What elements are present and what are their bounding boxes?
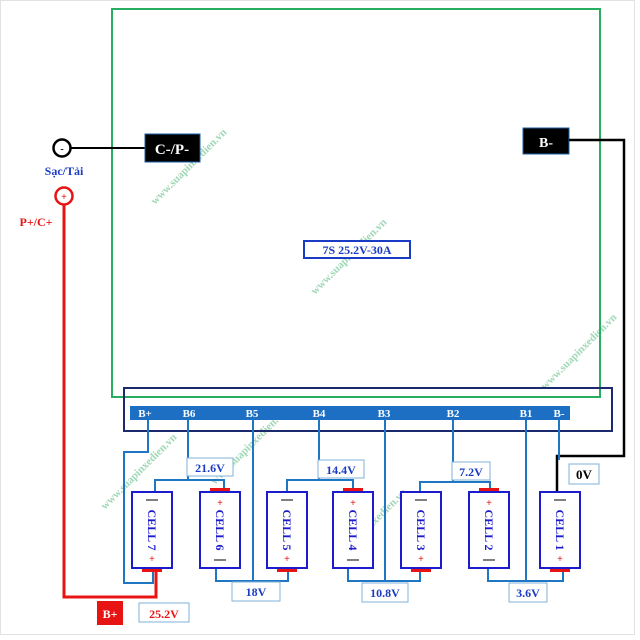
balance-connector [123,387,613,432]
cell-plus-sign: + [486,498,492,509]
voltage-7-2: 7.2V [451,461,491,481]
voltage-10-8-text: 10.8V [370,586,400,600]
voltage-3-6: 3.6V [508,582,548,603]
balance-connector-bar [130,406,570,420]
battery-cell: + CELL 3 [400,491,442,572]
charge-load-label: Sạc/Tải [45,164,84,178]
battery-cell: + CELL 7 [131,491,173,572]
battery-cells: +CELL 7+CELL 6+CELL 5+CELL 4+CELL 3+CELL… [131,488,581,572]
pin-label: B2 [447,408,460,420]
wire-b1-link [487,568,564,582]
battery-cell: +CELL 4 [332,488,374,569]
c-p-minus-label: C-/P- [144,133,201,163]
wire-b6 [154,420,189,492]
cell-label: CELL 7 [145,509,159,550]
voltage-0: 0V [568,463,600,485]
b-plus-text: B+ [103,607,118,621]
pin-label: B4 [313,408,326,420]
voltage-10-8: 10.8V [361,582,409,603]
voltage-14-4-text: 14.4V [326,463,356,477]
cell-label: CELL 2 [482,509,496,550]
voltage-14-4: 14.4V [317,459,365,479]
bms-model-text: 7S 25.2V-30A [322,243,391,257]
negative-terminal-symbol: - [60,144,63,155]
wire-b-plus [123,420,154,584]
pin-label: B3 [378,408,391,420]
negative-terminal: - [52,138,72,158]
pin-label: B+ [138,408,152,420]
cell-body [332,491,374,569]
bms-model-label: 7S 25.2V-30A [303,240,411,259]
b-plus-label: B+ [97,601,123,625]
balance-wires [123,420,564,584]
battery-cell: + CELL 5 [266,491,308,572]
cell-label: CELL 3 [414,509,428,550]
cell-plus-sign: + [149,554,155,565]
cell-label: CELL 1 [553,509,567,550]
cell-body [199,491,241,569]
pin-label: B5 [246,408,259,420]
cell-positive-terminal [411,567,431,572]
battery-cell: +CELL 2 [468,488,510,569]
voltage-21-6-text: 21.6V [195,461,225,475]
pin-label: B- [554,408,565,420]
wire-pack-positive [62,205,158,599]
p-plus-c-plus-label: P+/C+ [19,215,52,229]
cell-positive-terminal [343,488,363,493]
voltage-25-2-text: 25.2V [149,607,179,621]
cell-positive-terminal [277,567,297,572]
cell-plus-sign: + [284,554,290,565]
positive-terminal-symbol: + [61,192,67,203]
c-p-minus-text: C-/P- [155,142,189,158]
voltage-21-6: 21.6V [186,457,234,477]
wire-b2 [419,420,454,492]
battery-cell: + CELL 1 [539,491,581,572]
cell-positive-terminal [550,567,570,572]
voltage-18-text: 18V [246,585,267,599]
cell-body [400,491,442,569]
cell-plus-sign: + [350,498,356,509]
connector-pin-labels: B+ B6 B5 B4 B3 B2 B1 B- [138,408,565,420]
cell-positive-terminal [142,567,162,572]
voltage-3-6-text: 3.6V [516,586,540,600]
cell-plus-sign: + [418,554,424,565]
b-minus-text: B- [539,136,553,151]
cell-label: CELL 5 [280,509,294,550]
cell-positive-terminal [479,488,499,493]
wire-b5-link [215,568,289,582]
cell-positive-terminal [210,488,230,493]
cell-body [468,491,510,569]
cell-body [266,491,308,569]
voltage-labels: 21.6V 14.4V 7.2V 0V 18V 10.8V 3.6V 25.2 [138,457,600,623]
pin-label: B6 [183,408,196,420]
wire-b4 [286,420,320,492]
positive-terminal: + [54,186,74,206]
cell-plus-sign: + [557,554,563,565]
pin-label: B1 [520,408,533,420]
cell-label: CELL 4 [346,509,360,550]
voltage-0-text: 0V [576,467,593,482]
cell-body [131,491,173,569]
battery-cell: +CELL 6 [199,488,241,569]
wire-b3-link [347,568,421,582]
b-minus-label: B- [522,127,570,155]
wire-battery-negative [555,138,626,492]
bms-board [111,8,601,398]
voltage-25-2: 25.2V [138,602,190,623]
voltage-18: 18V [231,581,281,602]
cell-plus-sign: + [217,498,223,509]
voltage-7-2-text: 7.2V [459,465,483,479]
cell-label: CELL 6 [213,509,227,550]
cell-body [539,491,581,569]
